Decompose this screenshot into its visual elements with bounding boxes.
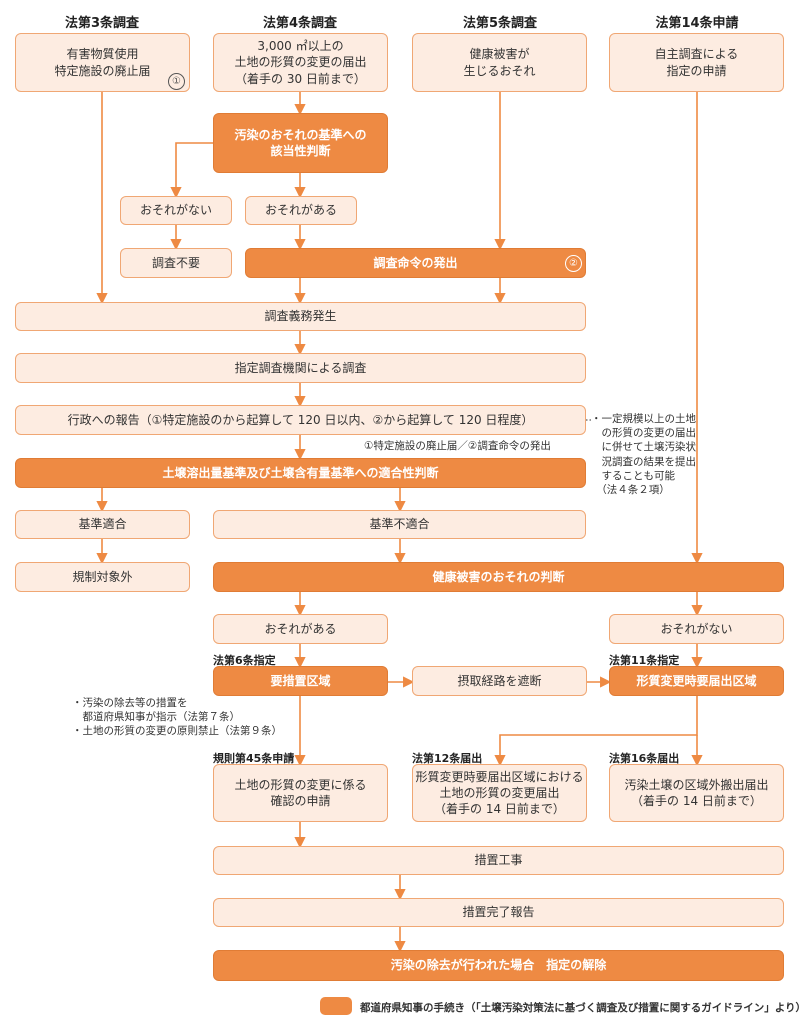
land-change-notice-box: 3,000 ㎡以上の 土地の形質の変更の届出 （着手の 30 日前まで）: [213, 33, 388, 92]
circled-two-mark: ②: [565, 255, 582, 272]
tag-article12: 法第12条届出: [412, 752, 483, 765]
header-article4: 法第4条調査: [262, 16, 338, 31]
no-risk-box: おそれがない: [120, 196, 232, 225]
header-article14: 法第14条申請: [655, 16, 739, 31]
legend-swatch: [320, 997, 352, 1015]
designated-survey-box: 指定調査機関による調査: [15, 353, 586, 383]
survey-not-needed-box: 調査不要: [120, 248, 232, 278]
tag-article16: 法第16条届出: [609, 752, 680, 765]
soil-export-notice-box: 汚染土壌の区域外搬出届出 （着手の 14 日前まで）: [609, 764, 784, 822]
report-to-administration-box: 行政への報告（①特定施設のから起算して 120 日以内、②から起算して 120 …: [15, 405, 586, 435]
has-risk-box: おそれがある: [245, 196, 357, 225]
change-notification-zone: 形質変更時要届出区域: [609, 666, 784, 696]
health-risk-box: 健康被害が 生じるおそれ: [412, 33, 587, 92]
out-of-scope-box: 規制対象外: [15, 562, 190, 592]
arrow-change-to-notice: [494, 696, 698, 767]
land-change-notice-box-2: 形質変更時要届出区域における 土地の形質の変更届出 （着手の 14 日前まで）: [412, 764, 587, 822]
survey-order-box: 調査命令の発出: [245, 248, 586, 278]
voluntary-application-box: 自主調査による 指定の申請: [609, 33, 784, 92]
abolition-notice-text: 有害物質使用 特定施設の廃止届: [54, 47, 151, 78]
arrow-judge-to-norisk: [170, 142, 215, 199]
standard-nonconform-box: 基準不適合: [213, 510, 586, 539]
survey-order-text: 調査命令の発出: [373, 255, 458, 270]
measures-works-box: 措置工事: [213, 846, 784, 875]
designation-release-box: 汚染の除去が行われた場合 指定の解除: [213, 950, 784, 981]
standard-conform-box: 基準適合: [15, 510, 190, 539]
measures-required-zone: 要措置区域: [213, 666, 388, 696]
no-risk-box-2: おそれがない: [609, 614, 784, 644]
tag-article6: 法第6条指定: [213, 654, 276, 667]
completion-report-box: 措置完了報告: [213, 898, 784, 927]
has-risk-box-2: おそれがある: [213, 614, 388, 644]
tag-article11: 法第11条指定: [609, 654, 680, 667]
abolition-notice-box: 有害物質使用 特定施設の廃止届: [15, 33, 190, 92]
soil-standard-judgment: 土壌溶出量基準及び土壌含有量基準への適合性判断: [15, 458, 586, 488]
legend-text: 都道府県知事の手続き（「土壌汚染対策法に基づく調査及び措置に関するガイドライン」…: [360, 1002, 800, 1014]
side-note-article4: ・一定規模以上の土地 の形質の変更の届出 に併せて土壌汚染状 況調査の結果を提出…: [591, 413, 696, 496]
circled-one-mark: ①: [168, 73, 185, 90]
header-article3: 法第3条調査: [64, 16, 140, 31]
confirmation-application-box: 土地の形質の変更に係る 確認の申請: [213, 764, 388, 822]
start-points-note: ①特定施設の廃止届／②調査命令の発出: [364, 440, 551, 452]
measures-note: ・汚染の除去等の措置を 都道府県知事が指示（法第７条） ・土地の形質の変更の原則…: [72, 697, 282, 738]
health-damage-judgment: 健康被害のおそれの判断: [213, 562, 784, 592]
contamination-risk-judgment: 汚染のおそれの基準への 該当性判断: [213, 113, 388, 173]
block-exposure-route-box: 摂取経路を遮断: [412, 666, 587, 696]
tag-rule45: 規則第45条申請: [213, 752, 295, 765]
header-article5: 法第5条調査: [462, 16, 538, 31]
survey-duty-box: 調査義務発生: [15, 302, 586, 331]
